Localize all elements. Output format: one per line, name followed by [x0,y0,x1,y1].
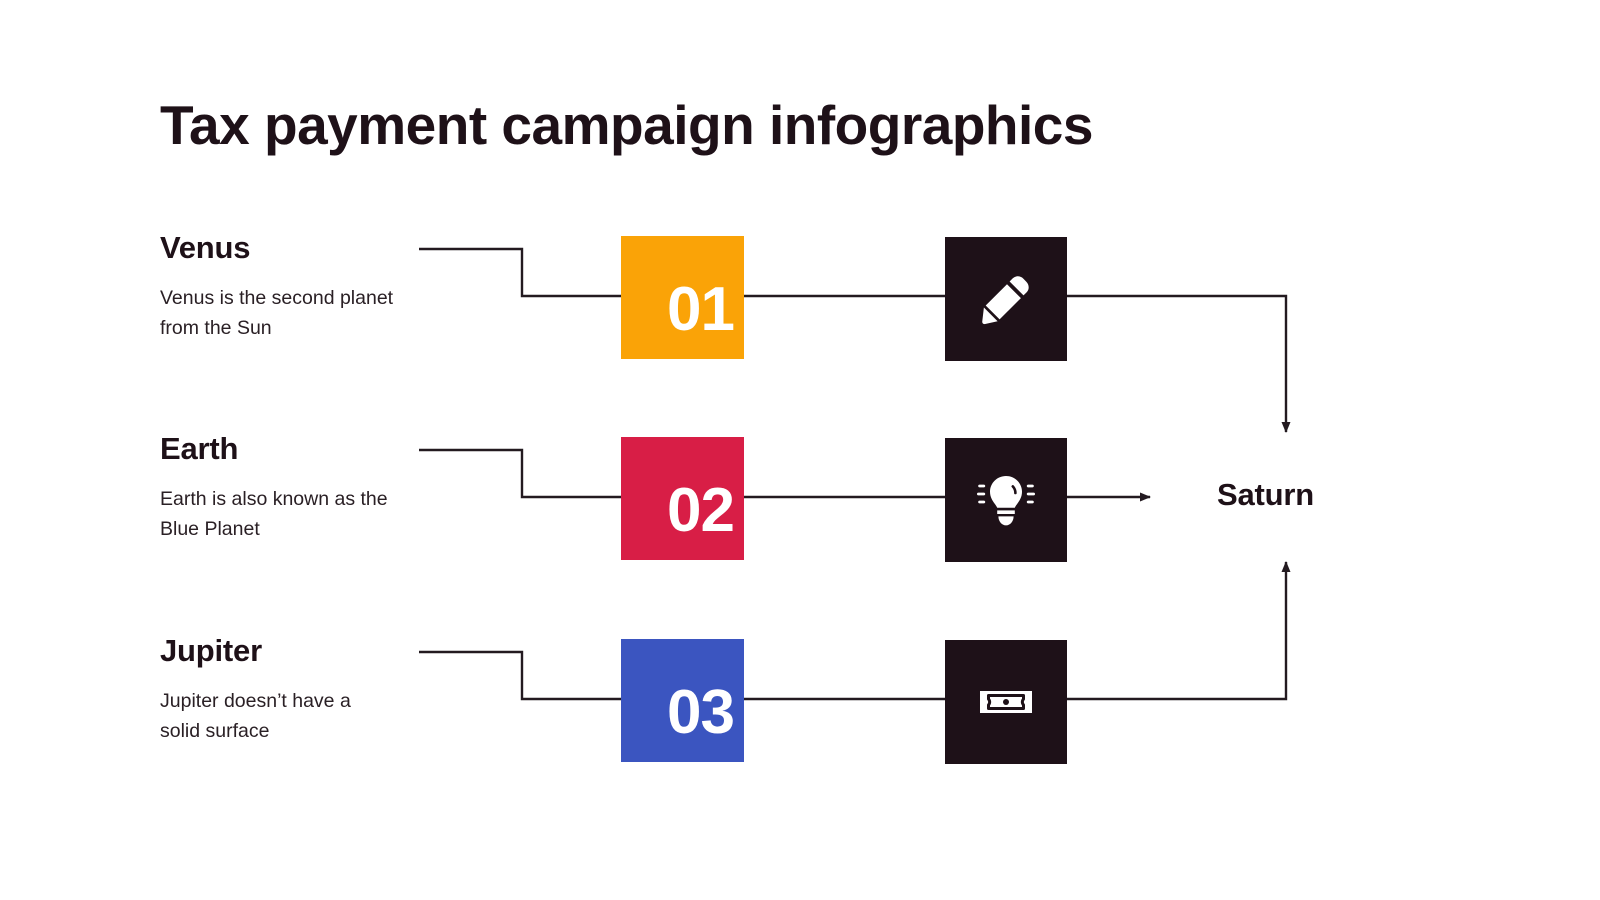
number-badge-01[interactable]: 01 [621,236,744,359]
number-badge-label: 02 [667,476,735,545]
banknote-icon [980,691,1032,713]
number-badge-02[interactable]: 02 [621,437,744,560]
icon-tile-lightbulb[interactable] [945,438,1067,562]
item-block-3: Jupiter Jupiter doesn’t have a solid sur… [160,633,410,746]
icon-tile-pencil[interactable] [945,237,1067,361]
number-badge-label: 01 [667,275,735,344]
item-description: Earth is also known as the Blue Planet [160,488,388,540]
item-block-1: Venus Venus is the second planet from th… [160,230,410,343]
item-description: Jupiter doesn’t have a solid surface [160,690,351,742]
number-badge-label: 03 [667,678,735,747]
item-block-2: Earth Earth is also known as the Blue Pl… [160,431,410,544]
number-badge-03[interactable]: 03 [621,639,744,762]
result-label-saturn: Saturn [1217,477,1314,512]
lightbulb-icon [977,476,1035,526]
item-heading: Earth [160,431,239,466]
pencil-icon [982,276,1029,325]
page-title: Tax payment campaign infographics [160,94,1093,156]
icon-tile-banknote[interactable] [945,640,1067,764]
item-heading: Jupiter [160,633,262,668]
item-description: Venus is the second planet from the Sun [160,287,394,339]
item-heading: Venus [160,230,251,265]
